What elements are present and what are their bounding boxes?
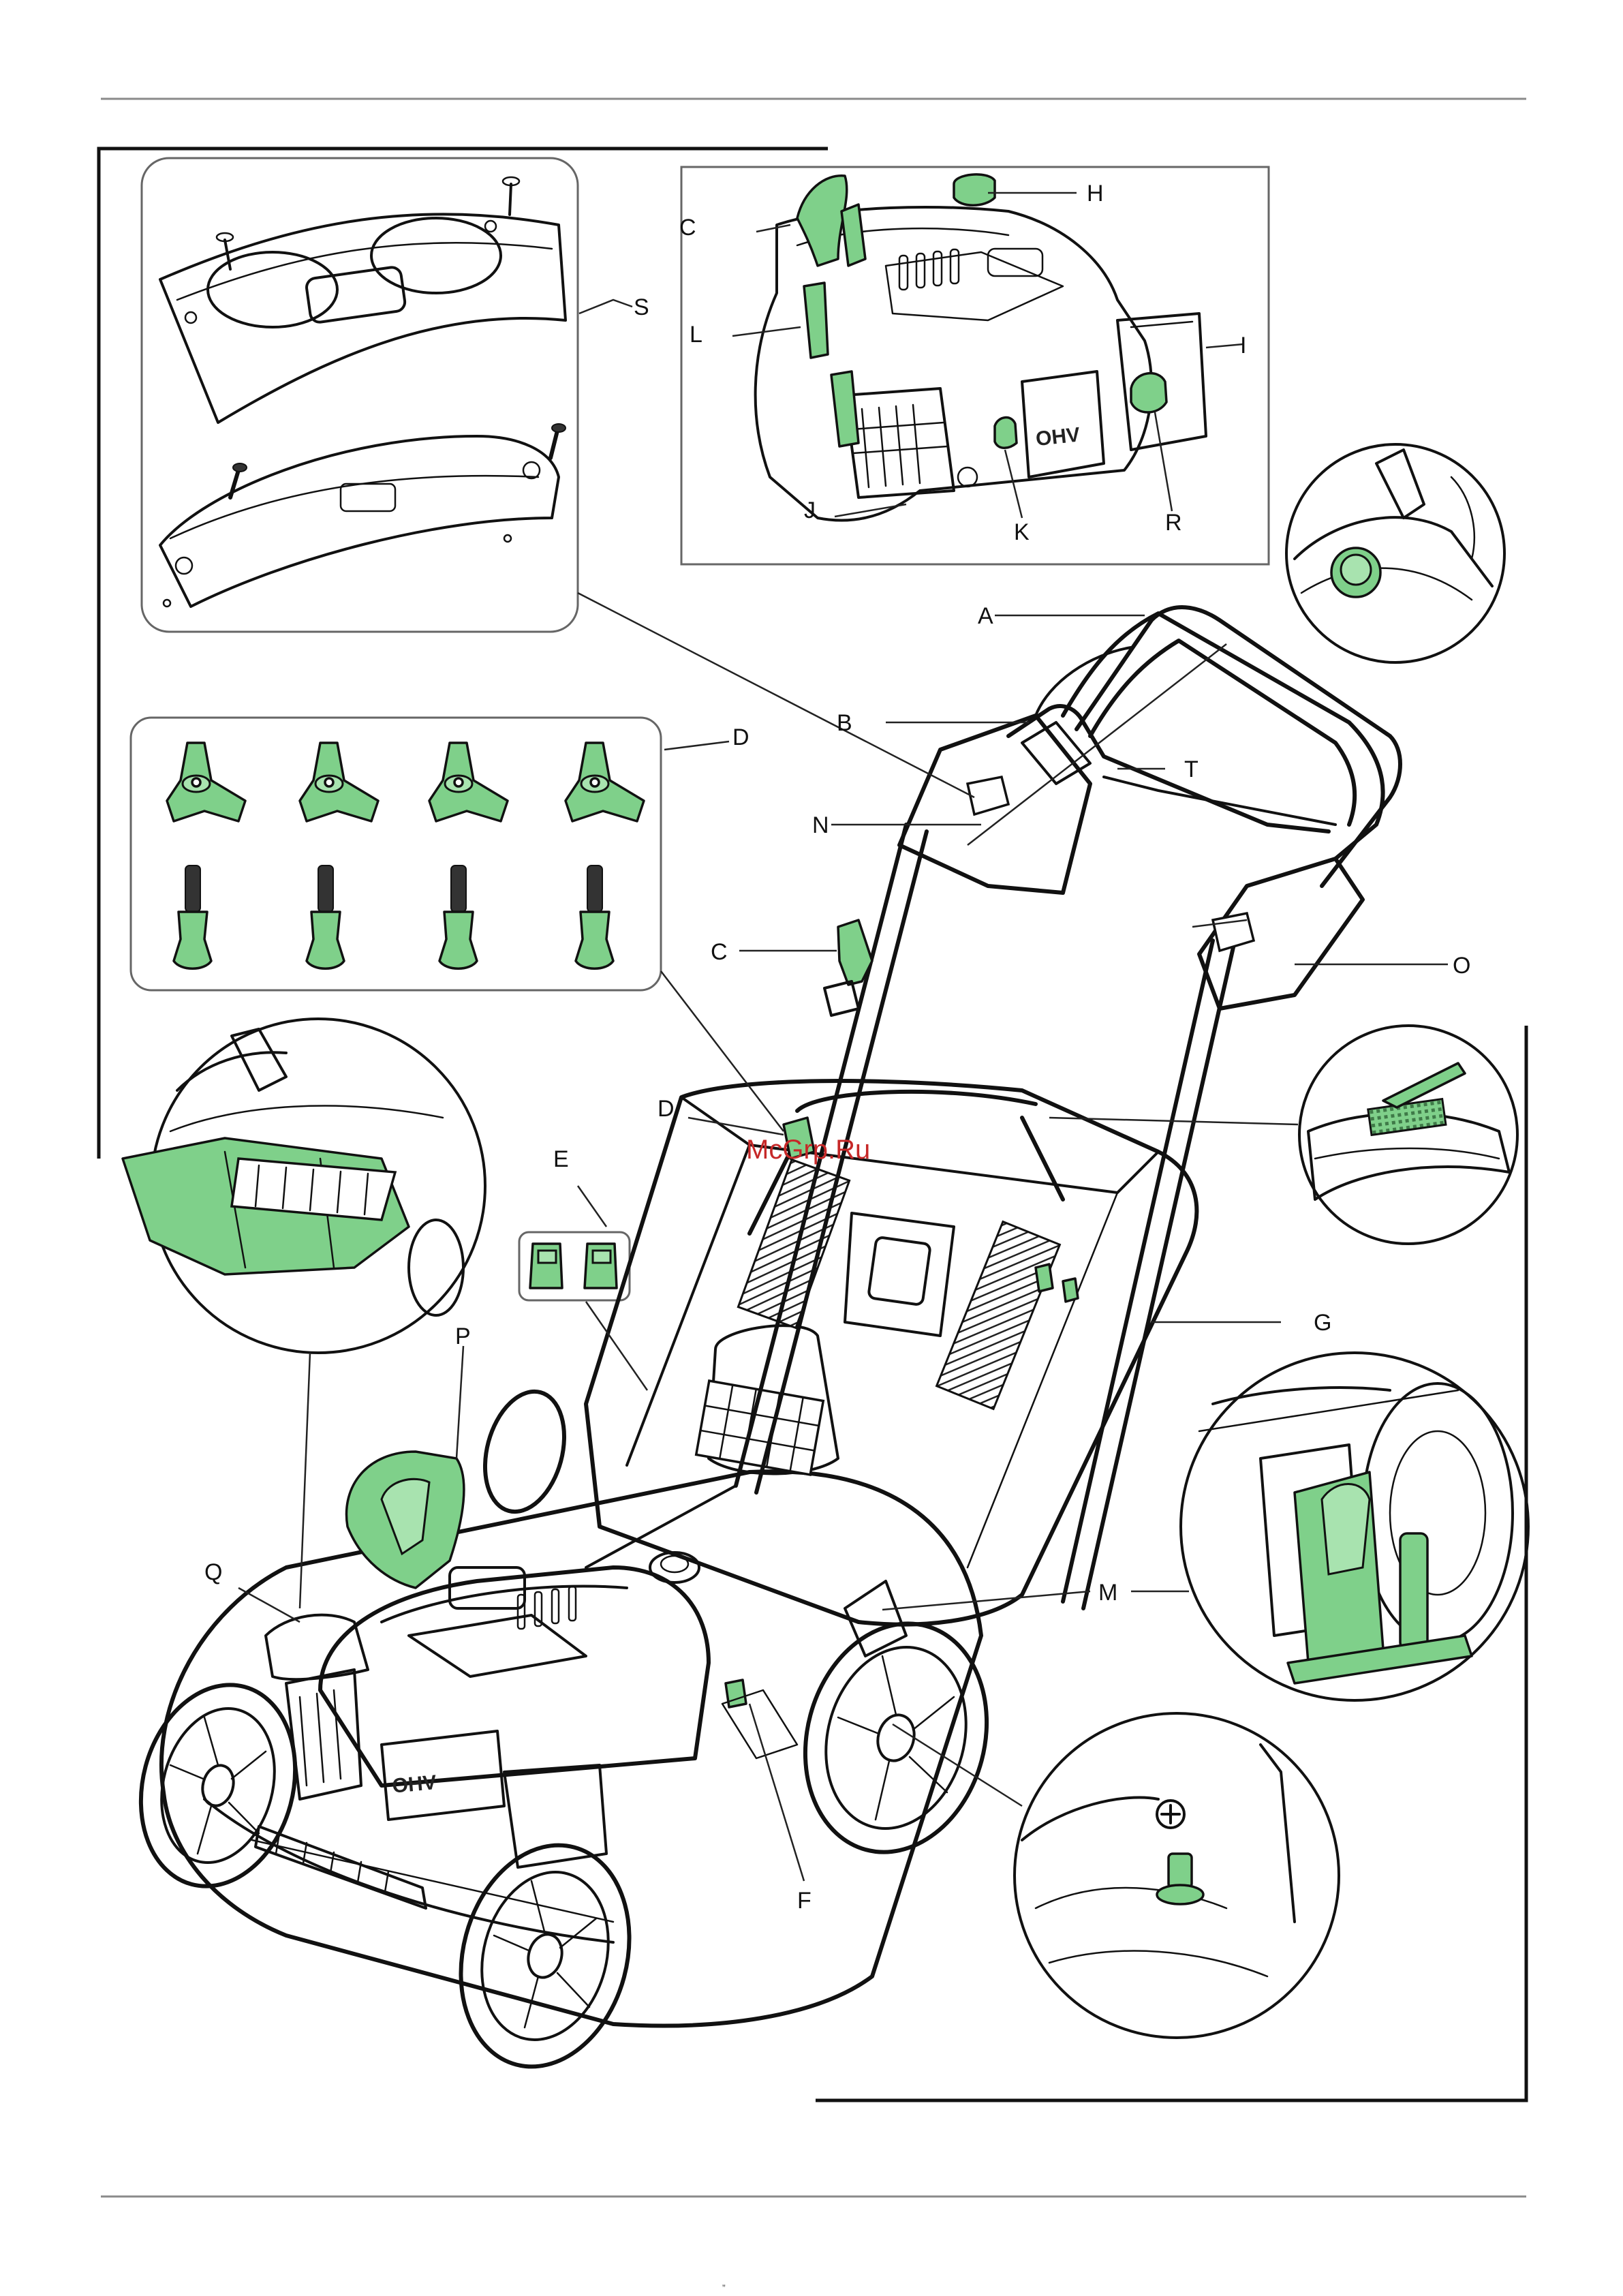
engine-ohv-label: OHV (1035, 423, 1081, 450)
mower-ohv-label: OHV (391, 1771, 437, 1798)
callout-g: G (1314, 1310, 1331, 1336)
callout-i: I (1240, 333, 1246, 358)
callout-k: K (1014, 519, 1030, 545)
callout-j: J (804, 498, 816, 523)
callout-o: O (1453, 953, 1470, 979)
callout-d-knobs: D (732, 724, 749, 750)
lever-n (968, 777, 1008, 814)
detail-circle-indicator (1299, 1026, 1517, 1244)
detail-circle-rear-flap (123, 1019, 485, 1353)
primer-k (995, 418, 1017, 448)
detail-circle-valve (1015, 1713, 1339, 2038)
panel-engine: OHV (681, 167, 1269, 564)
wheel-front-right (437, 1826, 653, 2086)
clips-e (519, 1232, 630, 1300)
callout-s: S (634, 294, 649, 320)
panel-handle-cover (142, 158, 578, 632)
watermark: McGrp.Ru (746, 1135, 870, 1165)
fuel-cap-r (1131, 373, 1166, 412)
panel-knobs (131, 718, 661, 990)
detail-circle-mulch (1181, 1353, 1528, 1700)
callout-d-mower: D (658, 1096, 675, 1122)
callout-e: E (553, 1146, 569, 1172)
lever-o (1213, 913, 1254, 951)
callout-f: F (797, 1888, 812, 1914)
callout-r: R (1165, 510, 1182, 536)
callout-n: N (812, 812, 829, 838)
callout-m: M (1098, 1580, 1117, 1606)
callout-a: A (978, 603, 993, 629)
callout-p: P (455, 1323, 471, 1349)
callout-q: Q (204, 1559, 222, 1585)
callout-c-engine: C (679, 215, 696, 241)
wheel-rear-left (473, 1383, 577, 1520)
callout-l: L (690, 322, 702, 348)
callout-b: B (837, 710, 852, 736)
callout-t: T (1184, 756, 1199, 782)
detail-circle-handle (1286, 444, 1504, 662)
callout-h: H (1087, 181, 1104, 206)
indicator-grid (1368, 1099, 1446, 1135)
valve-f (726, 1680, 746, 1707)
oil-cap-h (954, 174, 995, 205)
callout-c-handle: C (711, 939, 728, 965)
footer-mark: ” (722, 2282, 726, 2293)
